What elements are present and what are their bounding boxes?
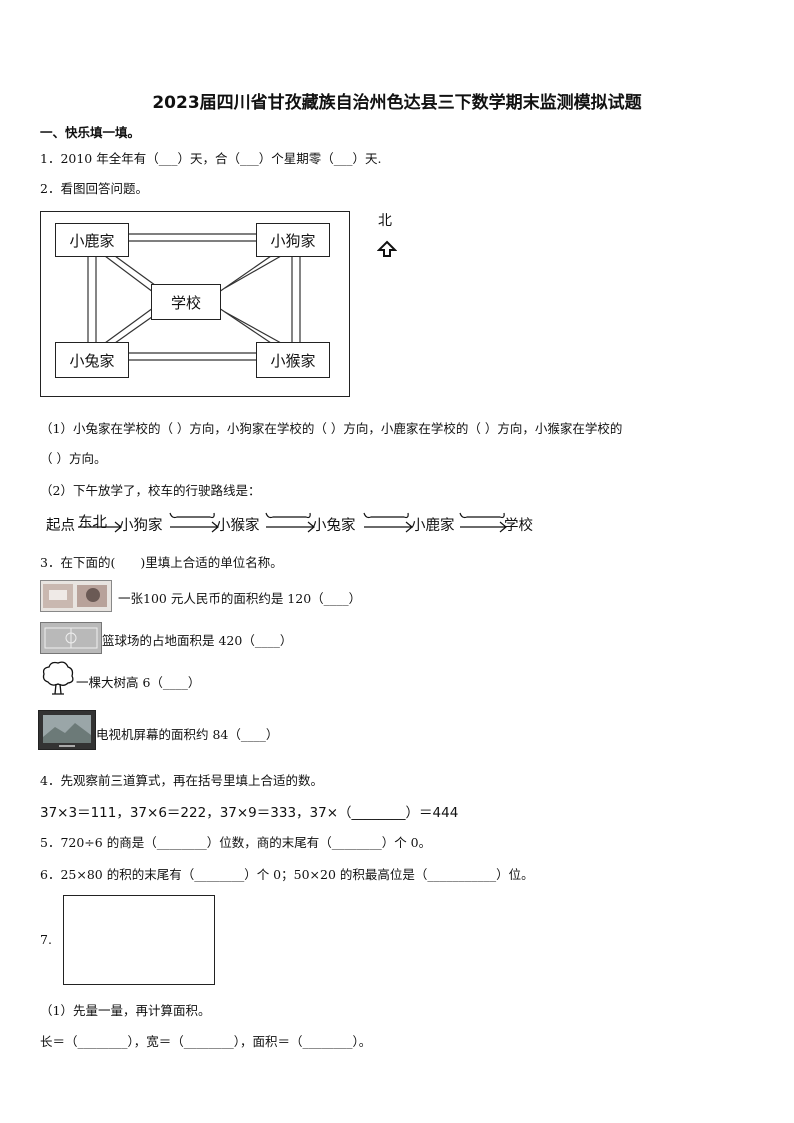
banknote-image <box>40 580 112 612</box>
school: 学校 <box>151 284 221 320</box>
house-rabbit: 小兔家 <box>55 342 129 378</box>
section-heading: 一、快乐填一填。 <box>40 125 141 140</box>
q3-item-4: 电视机屏幕的面积约 84（____） <box>96 727 279 742</box>
question-1: 1．2010 年全年有（___）天，合（___）个星期零（___）天. <box>40 151 382 166</box>
question-2-1-cont: （ ）方向。 <box>40 451 107 466</box>
up-arrow-icon <box>377 240 397 257</box>
question-4: 4．先观察前三道算式，再在括号里填上合适的数。 <box>40 773 323 788</box>
tree-icon <box>42 661 74 695</box>
q4-expression: 37×3＝111，37×6＝222，37×9＝333，37×（________）… <box>40 805 459 821</box>
measure-rectangle <box>63 895 215 985</box>
route-stop-monkey: 小猴家 <box>216 518 260 534</box>
q3-item-1: 一张100 元人民币的面积约是 120（____） <box>118 591 362 606</box>
question-7-number: 7. <box>40 932 52 947</box>
basketball-court-image <box>40 622 102 654</box>
north-label: 北 <box>378 213 392 229</box>
route-stop-dog: 小狗家 <box>119 518 163 534</box>
route-end: 学校 <box>504 518 533 534</box>
house-deer: 小鹿家 <box>55 223 129 257</box>
question-7-1: （1）先量一量，再计算面积。 <box>40 1003 211 1018</box>
map-diagram: 小鹿家 小狗家 学校 小兔家 小猴家 <box>40 211 350 397</box>
question-5: 5．720÷6 的商是（________）位数，商的末尾有（________）个… <box>40 835 432 850</box>
question-2: 2．看图回答问题。 <box>40 181 148 196</box>
q3-item-3: 一棵大树高 6（____） <box>76 675 201 690</box>
route-stop-rabbit: 小兔家 <box>312 518 356 534</box>
tv-image <box>38 710 96 750</box>
question-7-fill: 长＝（________），宽＝（________），面积＝（________）。 <box>40 1034 372 1049</box>
route-stop-deer: 小鹿家 <box>411 518 455 534</box>
question-3: 3．在下面的( )里填上合适的单位名称。 <box>40 555 283 570</box>
route-start: 起点 <box>46 518 75 534</box>
question-2-1: （1）小兔家在学校的（ ）方向，小狗家在学校的（ ）方向，小鹿家在学校的（ ）方… <box>40 421 623 436</box>
question-2-2: （2）下午放学了，校车的行驶路线是： <box>40 483 261 498</box>
house-monkey: 小猴家 <box>256 342 330 378</box>
question-6: 6．25×80 的积的末尾有（________）个 0；50×20 的积最高位是… <box>40 867 534 882</box>
q3-item-2: 篮球场的占地面积是 420（____） <box>102 633 293 648</box>
page-title: 2023届四川省甘孜藏族自治州色达县三下数学期末监测模拟试题 <box>152 93 642 113</box>
route-arrows <box>78 512 507 533</box>
house-dog: 小狗家 <box>256 223 330 257</box>
